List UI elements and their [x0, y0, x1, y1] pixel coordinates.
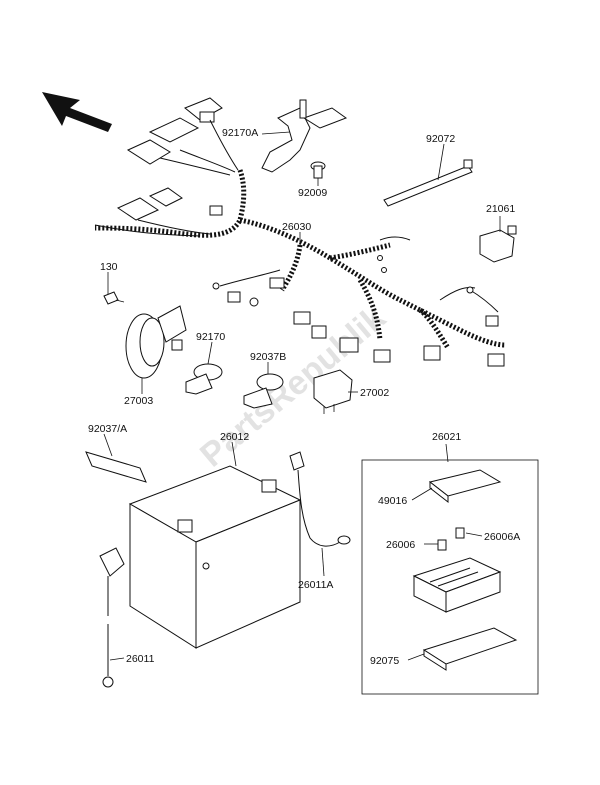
clamp-92037B-drawing	[243, 373, 284, 409]
label-26011A: 26011A	[298, 579, 333, 591]
fuse-box-body-drawing	[412, 557, 502, 613]
label-21061: 21061	[486, 203, 515, 215]
label-26030: 26030	[282, 221, 311, 233]
battery-26012-drawing	[128, 465, 302, 649]
label-26006: 26006	[386, 539, 415, 551]
fuse-26006-drawing	[437, 539, 447, 551]
label-92170: 92170	[196, 331, 225, 343]
relay-27002-drawing	[313, 369, 353, 414]
front-direction-arrow-icon	[42, 92, 112, 132]
band-92072-drawing	[383, 159, 473, 207]
fuse-box-frame	[361, 459, 539, 695]
bolt-130-drawing	[103, 291, 125, 305]
label-27002: 27002	[360, 387, 389, 399]
cable-26011-drawing	[99, 547, 125, 688]
bolt-92009-drawing	[310, 161, 326, 179]
clamp-92170-drawing	[185, 363, 223, 395]
bracket-92170A-drawing	[261, 99, 348, 173]
relay-21061-drawing	[479, 225, 517, 263]
label-92037B: 92037B	[250, 351, 286, 363]
wiring-harness-drawing	[94, 97, 506, 367]
label-92009: 92009	[298, 187, 327, 199]
label-49016: 49016	[378, 495, 407, 507]
label-27003: 27003	[124, 395, 153, 407]
label-92037A: 92037/A	[88, 423, 127, 435]
label-26012: 26012	[220, 431, 249, 443]
leader-lines	[103, 131, 501, 661]
fuse-box-base-92075-drawing	[422, 627, 518, 671]
label-26006A: 26006A	[484, 531, 520, 543]
label-26011: 26011	[126, 653, 155, 665]
plate-92037A-drawing	[85, 451, 147, 483]
label-92075: 92075	[370, 655, 399, 667]
label-92072: 92072	[426, 133, 455, 145]
cable-26011A-drawing	[289, 451, 351, 547]
label-130: 130	[100, 261, 118, 273]
fuse-26006A-drawing	[455, 527, 465, 539]
horn-27003-drawing	[125, 305, 187, 379]
fuse-box-cover-49016-drawing	[428, 469, 502, 504]
label-92170A: 92170A	[222, 127, 258, 139]
label-26021: 26021	[432, 431, 461, 443]
